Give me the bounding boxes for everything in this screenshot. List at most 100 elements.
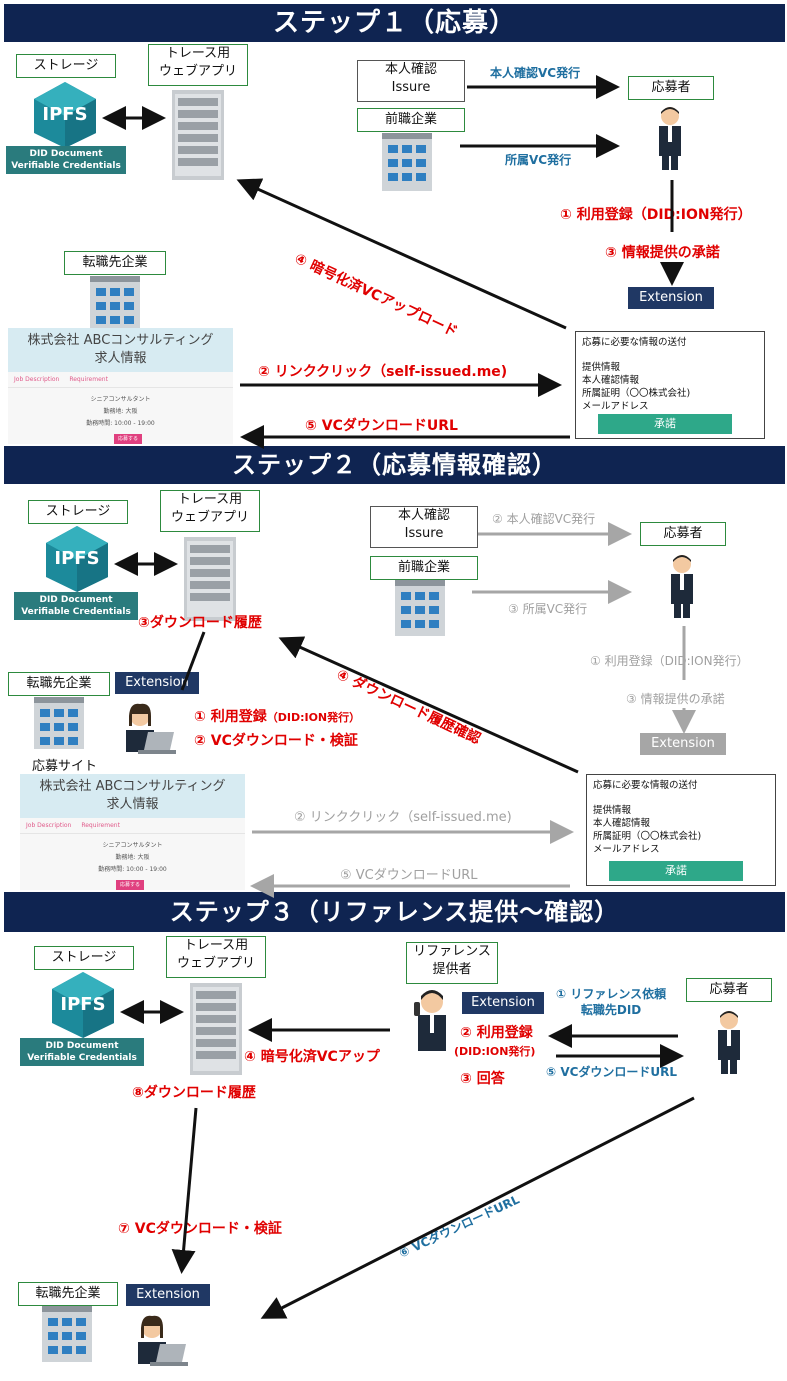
extension-button[interactable]: Extension [126, 1284, 210, 1306]
register-action: ② 利用登録 [460, 1025, 533, 1041]
job-subtitle: 求人情報 [94, 351, 147, 366]
job-page: 株式会社 ABCコンサルティング求人情報 Job Description Requ… [20, 774, 245, 890]
webapp-label: トレース用 ウェブアプリ [160, 490, 260, 532]
job-page: 株式会社 ABCコンサルティング求人情報 Job Description Requ… [8, 328, 233, 444]
encrypted-upload-label: ④ 暗号化済VCアップロード [291, 250, 460, 341]
ipfs-caption: DID Document Verifiable Credentials [6, 146, 126, 174]
storage-label: ストレージ [28, 500, 128, 524]
webapp-label: トレース用 ウェブアプリ [166, 936, 266, 978]
download-url-label: ⑤ VCダウンロードURL [340, 868, 478, 883]
ipfs-text: IPFS [60, 994, 106, 1015]
panel-item: 所属証明（〇〇株式会社) [582, 388, 691, 399]
register-suffix: (DID:ION発行) [454, 1045, 536, 1058]
step3-banner: ステップ３（リファレンス提供〜確認） [4, 892, 785, 932]
step2-banner: ステップ２（応募情報確認） [4, 446, 785, 484]
vc-download-verify-label: ② VCダウンロード・検証 [194, 733, 358, 749]
applicant-label: 応募者 [640, 522, 726, 546]
storage-label: ストレージ [34, 946, 134, 970]
apply-button[interactable]: 応募する [116, 880, 144, 890]
register-action-suffix: （DID:ION発行） [266, 711, 361, 724]
panel-item: 本人確認情報 [593, 818, 651, 829]
apply-button[interactable]: 応募する [114, 434, 142, 444]
arrow [171, 1107, 198, 1274]
ref-provider-phone-person-icon [410, 988, 456, 1058]
consent-step: ③ 情報提供の承諾 [605, 245, 720, 261]
prev-company-label: 前職企業 [370, 556, 478, 580]
job-location: 勤務地: 大阪 [115, 854, 150, 861]
job-location: 勤務地: 大阪 [103, 408, 138, 415]
register-step: ① 利用登録（DID:ION発行） [590, 654, 749, 668]
new-company-label: 転職先企業 [64, 251, 166, 275]
download-url5-label: ⑤ VCダウンロードURL [546, 1065, 678, 1079]
job-tab[interactable]: Requirement [81, 822, 120, 829]
ref-request-label: ① リファレンス依頼 転職先DID [556, 987, 667, 1017]
recruiter-laptop-icon [118, 702, 176, 756]
id-issuer-label: 本人確認 Issure [357, 60, 465, 102]
step1-banner: ステップ１（応募） [4, 4, 785, 42]
job-tab[interactable]: Job Description [26, 822, 72, 829]
recruiter-laptop-icon [130, 1314, 188, 1368]
panel-item: メールアドレス [582, 401, 649, 412]
consent-panel: 応募に必要な情報の送付 提供情報 本人確認情報 所属証明（〇〇株式会社) メール… [575, 331, 765, 439]
job-tab[interactable]: Requirement [69, 376, 108, 383]
server-icon [190, 983, 242, 1075]
applicant-person-icon [714, 1008, 744, 1074]
encrypted-upload-label: ④ 暗号化済VCアップ [244, 1049, 380, 1065]
ipfs-cube-icon: IPFS [30, 80, 100, 150]
id-vc-issue-label: 本人確認VC発行 [490, 66, 581, 80]
ipfs-text: IPFS [54, 548, 100, 569]
job-header: 株式会社 ABCコンサルティング求人情報 [20, 774, 245, 818]
register-action-text: ① 利用登録 [194, 709, 267, 725]
webapp-label: トレース用 ウェブアプリ [148, 44, 248, 86]
job-tabs: Job Description Requirement [8, 372, 233, 388]
building-icon [382, 133, 432, 191]
job-company: 株式会社 ABCコンサルティング [39, 779, 226, 794]
consent-panel: 応募に必要な情報の送付 提供情報 本人確認情報 所属証明（〇〇株式会社) メール… [586, 774, 776, 886]
download-url-label: ⑤ VCダウンロードURL [305, 418, 458, 434]
vc-download-verify-label: ⑦ VCダウンロード・検証 [118, 1221, 282, 1237]
approve-button[interactable]: 承諾 [598, 414, 732, 434]
panel-item: 本人確認情報 [582, 375, 640, 386]
answer-label: ③ 回答 [460, 1071, 505, 1087]
new-company-building-icon [42, 1306, 92, 1362]
ipfs-cube-icon: IPFS [48, 970, 118, 1040]
apply-site-label: 応募サイト [32, 759, 98, 774]
ipfs-text: IPFS [42, 104, 88, 125]
ipfs-caption: DID Document Verifiable Credentials [20, 1038, 144, 1066]
extension-button[interactable]: Extension [640, 733, 726, 755]
panel-title: 応募に必要な情報の送付 [582, 337, 687, 348]
new-company-building-icon [90, 276, 140, 328]
job-position: シニアコンサルタント [102, 842, 163, 849]
link-click-label: ② リンククリック（self-issued.me) [294, 810, 512, 825]
job-tabs: Job Description Requirement [20, 818, 245, 834]
ipfs-cube-icon: IPFS [42, 524, 112, 594]
new-company-label: 転職先企業 [18, 1282, 118, 1306]
download-history-label: ③ダウンロード履歴 [138, 615, 262, 631]
ref-provider-label: リファレンス 提供者 [406, 942, 498, 984]
extension-button[interactable]: Extension [462, 992, 544, 1014]
affil-vc-issue-label: ③ 所属VC発行 [508, 602, 588, 616]
extension-button[interactable]: Extension [115, 672, 199, 694]
job-position: シニアコンサルタント [90, 396, 151, 403]
panel-item: 所属証明（〇〇株式会社) [593, 831, 702, 842]
job-tab[interactable]: Job Description [14, 376, 60, 383]
id-issuer-label: 本人確認 Issure [370, 506, 478, 548]
consent-step: ③ 情報提供の承諾 [626, 692, 725, 706]
job-company: 株式会社 ABCコンサルティング [27, 333, 214, 348]
ipfs-caption: DID Document Verifiable Credentials [14, 592, 138, 620]
job-subtitle: 求人情報 [106, 797, 159, 812]
job-header: 株式会社 ABCコンサルティング求人情報 [8, 328, 233, 372]
prev-company-label: 前職企業 [357, 108, 465, 132]
id-vc-issue-label: ② 本人確認VC発行 [492, 512, 596, 526]
approve-button[interactable]: 承諾 [609, 861, 743, 881]
job-hours: 勤務時間: 10:00 - 19:00 [98, 866, 167, 873]
extension-button[interactable]: Extension [628, 287, 714, 309]
download-history-label: ⑧ダウンロード履歴 [132, 1085, 256, 1101]
affil-vc-issue-label: 所属VC発行 [505, 153, 572, 167]
register-step: ① 利用登録（DID:ION発行） [560, 207, 752, 223]
building-icon [395, 580, 445, 636]
applicant-person-icon [667, 552, 697, 618]
panel-heading: 提供情報 [593, 805, 632, 816]
applicant-label: 応募者 [686, 978, 772, 1002]
applicant-label: 応募者 [628, 76, 714, 100]
